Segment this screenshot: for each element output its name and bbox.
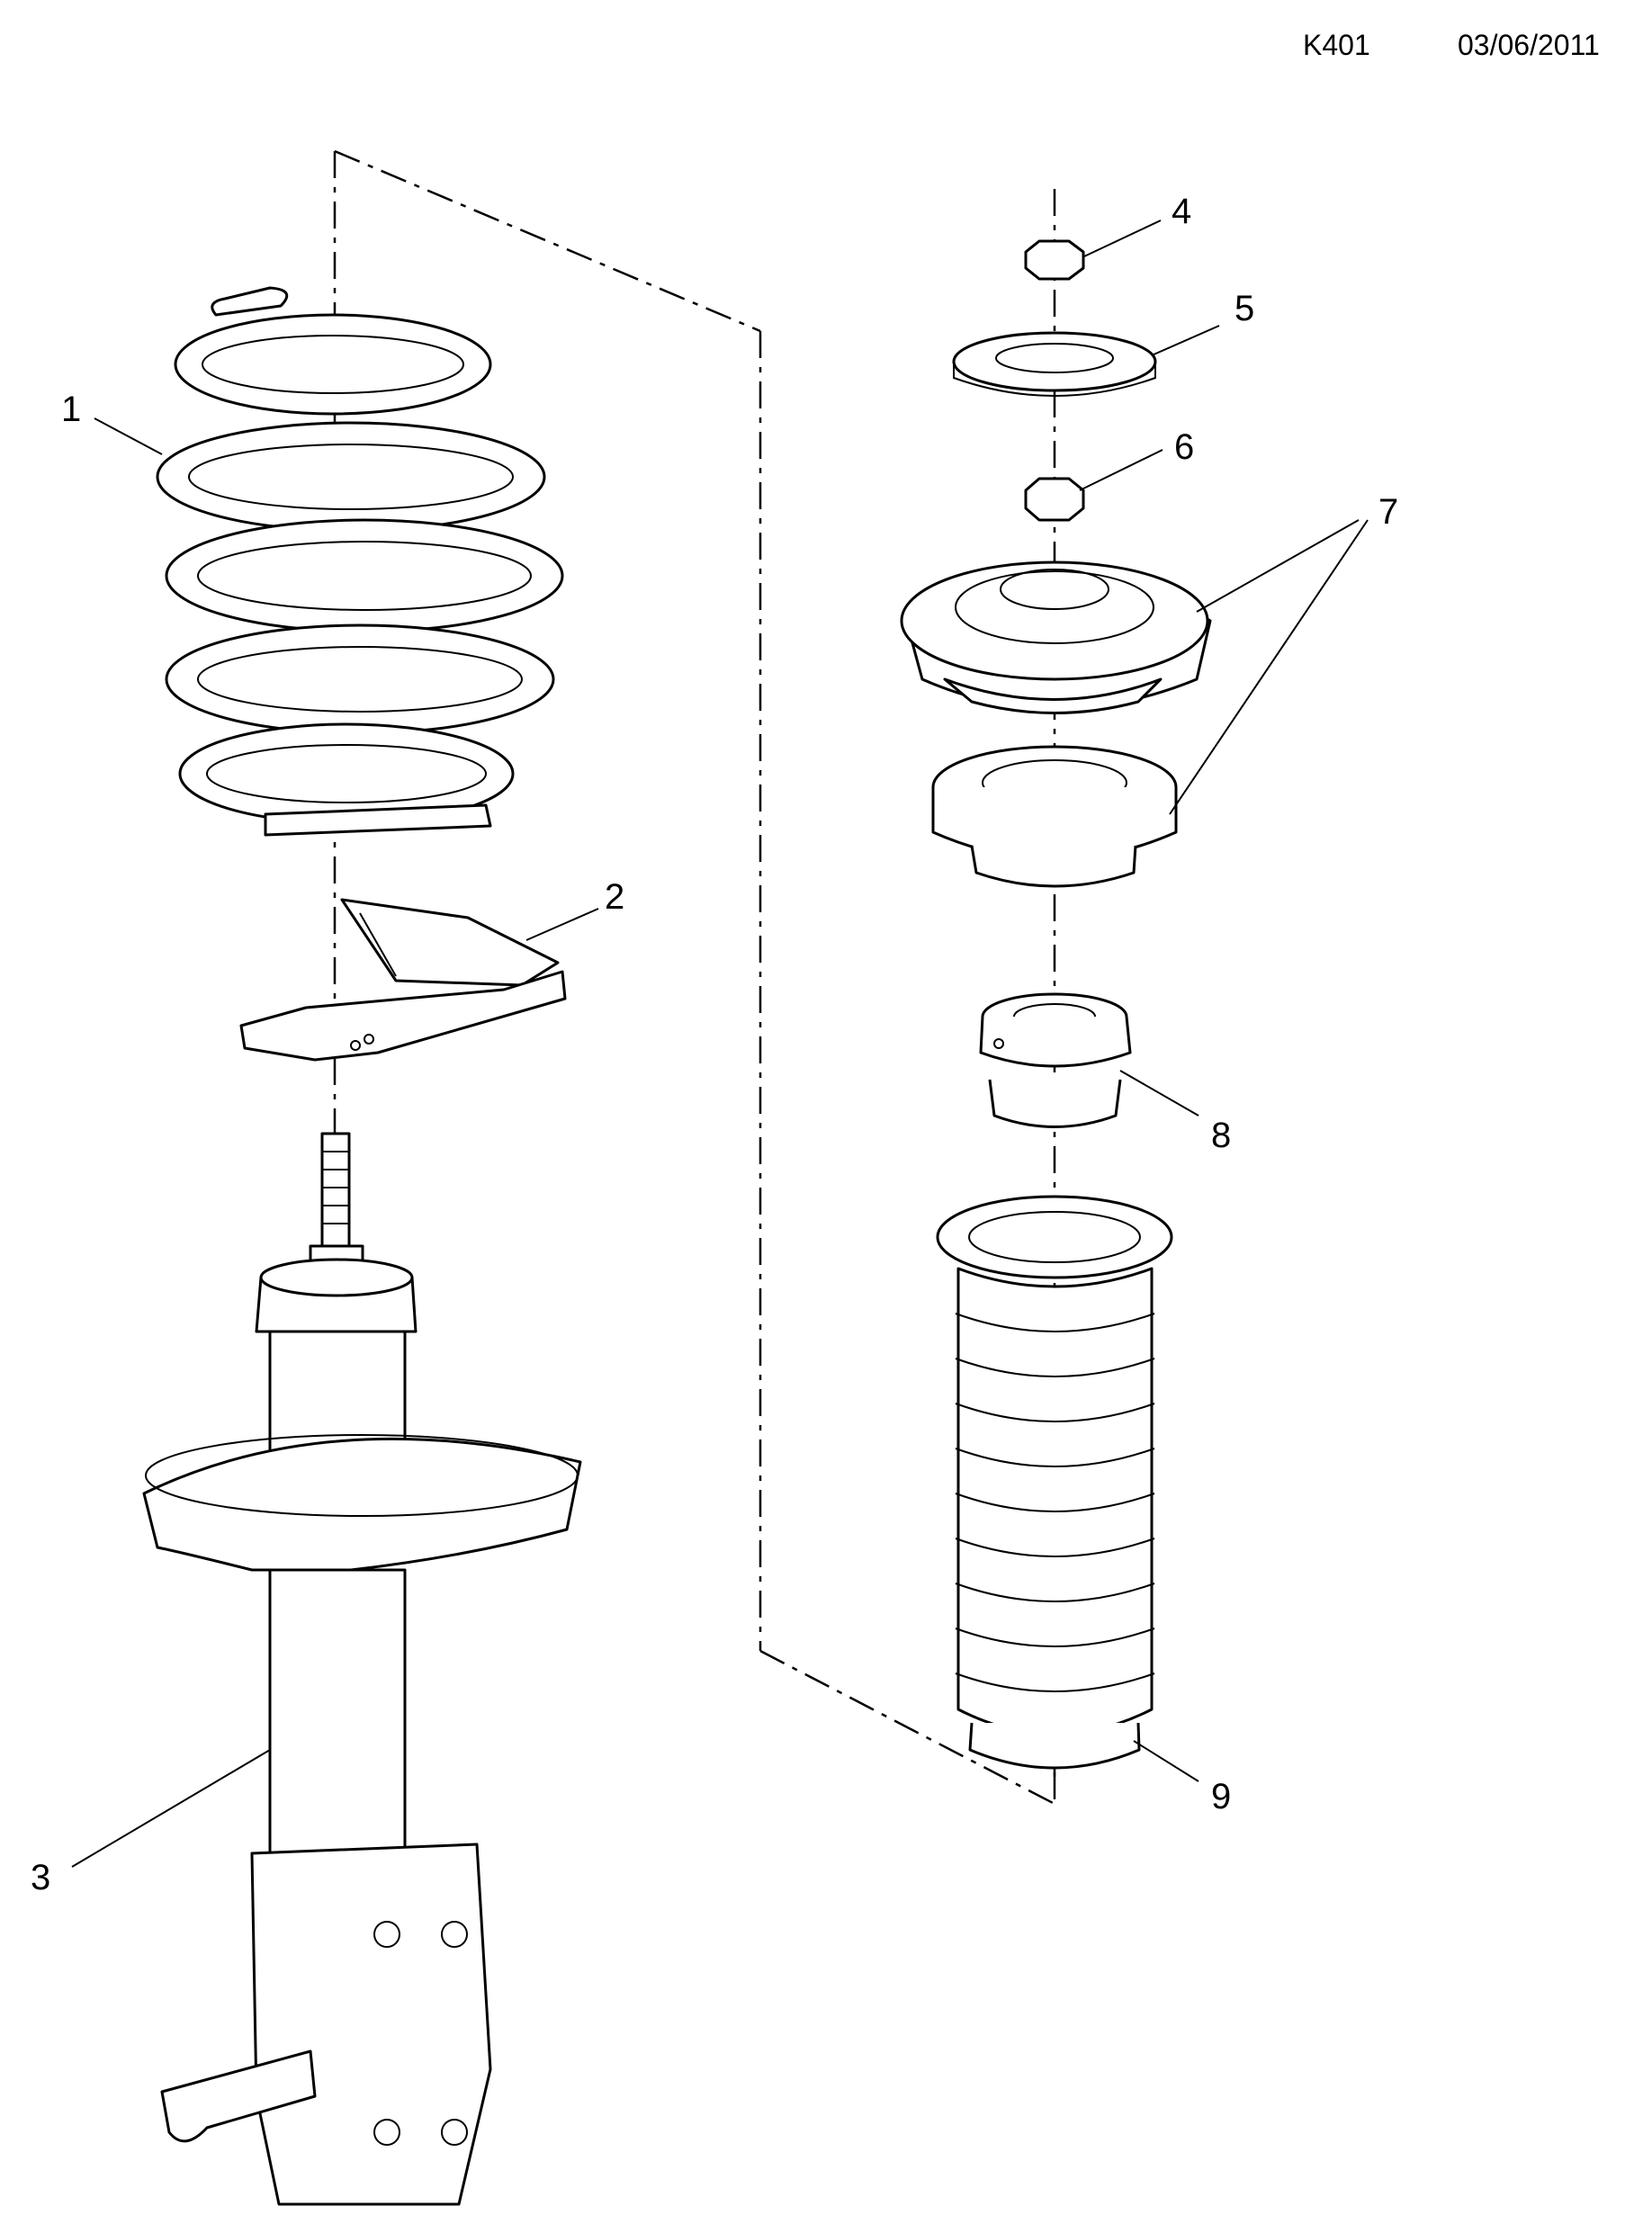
dust-boot (936, 1195, 1173, 1770)
strut-bearing (931, 745, 1178, 888)
inner-nut (1024, 477, 1085, 522)
bump-stop (979, 992, 1132, 1128)
diagram-code: K401 (1303, 29, 1370, 61)
strut-mount (900, 560, 1212, 714)
callout-4: 4 (1172, 192, 1191, 231)
callout-2: 2 (605, 877, 624, 917)
callout-6: 6 (1174, 427, 1194, 467)
diagram-date: 03/06/2011 (1458, 29, 1600, 61)
spring-seat-bracket (239, 898, 567, 1062)
leader-lines (71, 220, 1369, 1868)
callout-1: 1 (61, 390, 81, 429)
coil-spring (156, 286, 564, 837)
callout-5: 5 (1235, 289, 1254, 328)
strut-assembly (142, 1132, 582, 2206)
callout-3: 3 (31, 1858, 50, 1897)
callout-9: 9 (1211, 1777, 1231, 1816)
callout-7: 7 (1378, 492, 1398, 532)
top-nut (1024, 239, 1085, 281)
washer (952, 331, 1157, 397)
callout-8: 8 (1211, 1116, 1231, 1155)
